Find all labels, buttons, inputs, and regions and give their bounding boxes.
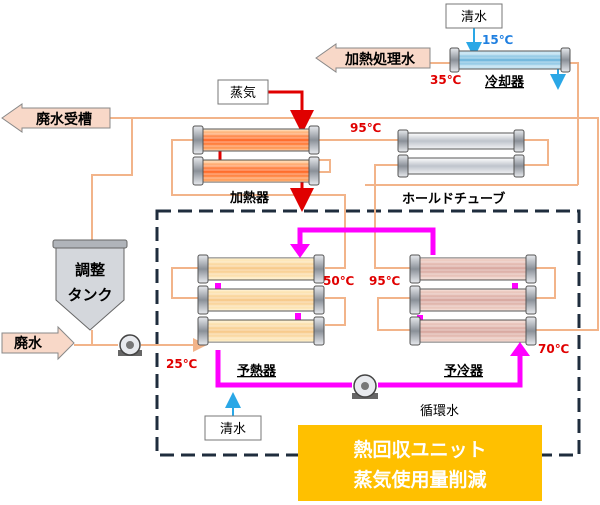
adjust-tank-label-2: タンク: [67, 286, 112, 304]
wastewater-inlet-label: 廃水: [14, 335, 43, 352]
precooler-exchanger: [409, 254, 537, 346]
fresh-water-bottom-box: 清水: [204, 415, 262, 441]
temp-70-label: 70℃: [538, 342, 569, 356]
process-water-lines: [74, 62, 599, 352]
circulation-pump-icon: [352, 374, 378, 399]
circulation-arrow-head-2: [510, 342, 530, 356]
steam-label: 蒸気: [230, 85, 256, 101]
heater-exchanger: [192, 125, 320, 186]
highlight-line-1: 熱回収ユニット: [353, 438, 486, 461]
adjust-tank-label-1: 調整: [75, 261, 105, 279]
adjustment-tank: 調整 タンク: [52, 239, 128, 331]
wastewater-tank-arrow: 廃水受槽: [1, 103, 111, 133]
circulation-loop: [215, 227, 523, 388]
wastewater-inlet-arrow: 廃水: [1, 325, 75, 361]
wastewater-tank-label: 廃水受槽: [36, 111, 92, 128]
heat-recovery-unit-border: [155, 209, 581, 457]
fresh-water-top-label: 清水: [461, 10, 487, 25]
temp-35-label: 35℃: [430, 73, 461, 87]
treated-water-label: 加熱処理水: [344, 51, 416, 68]
heat-recovery-highlight: 熱回収ユニット 蒸気使用量削減: [298, 425, 542, 501]
temp-25-label: 25℃: [166, 357, 197, 371]
circulation-arrow-head-1: [290, 244, 310, 258]
cooler-exchanger: [449, 47, 571, 73]
temp-95-top-label: 95℃: [350, 121, 381, 135]
fresh-water-lines: [225, 28, 566, 416]
preheater-label: 予熱器: [237, 363, 277, 379]
temp-95-mid-label: 95℃: [369, 274, 400, 288]
precooler-label: 予冷器: [444, 363, 484, 379]
temp-15-label: 15℃: [482, 33, 513, 47]
steam-box: 蒸気: [217, 79, 269, 105]
fresh-water-top-box: 清水: [445, 3, 503, 29]
feed-pump-icon: [118, 334, 142, 356]
fresh-water-bottom-label: 清水: [220, 422, 246, 437]
treated-water-arrow: 加熱処理水: [315, 43, 431, 73]
heater-label: 加熱器: [229, 190, 270, 206]
preheater-exchanger: [197, 254, 325, 346]
hold-tube: [397, 129, 525, 178]
highlight-line-2: 蒸気使用量削減: [353, 468, 486, 491]
hold-tube-label: ホールドチューブ: [402, 191, 505, 207]
temp-50-label: 50℃: [323, 274, 354, 288]
circulating-water-label: 循環水: [420, 404, 459, 419]
cooler-label: 冷却器: [485, 74, 525, 90]
